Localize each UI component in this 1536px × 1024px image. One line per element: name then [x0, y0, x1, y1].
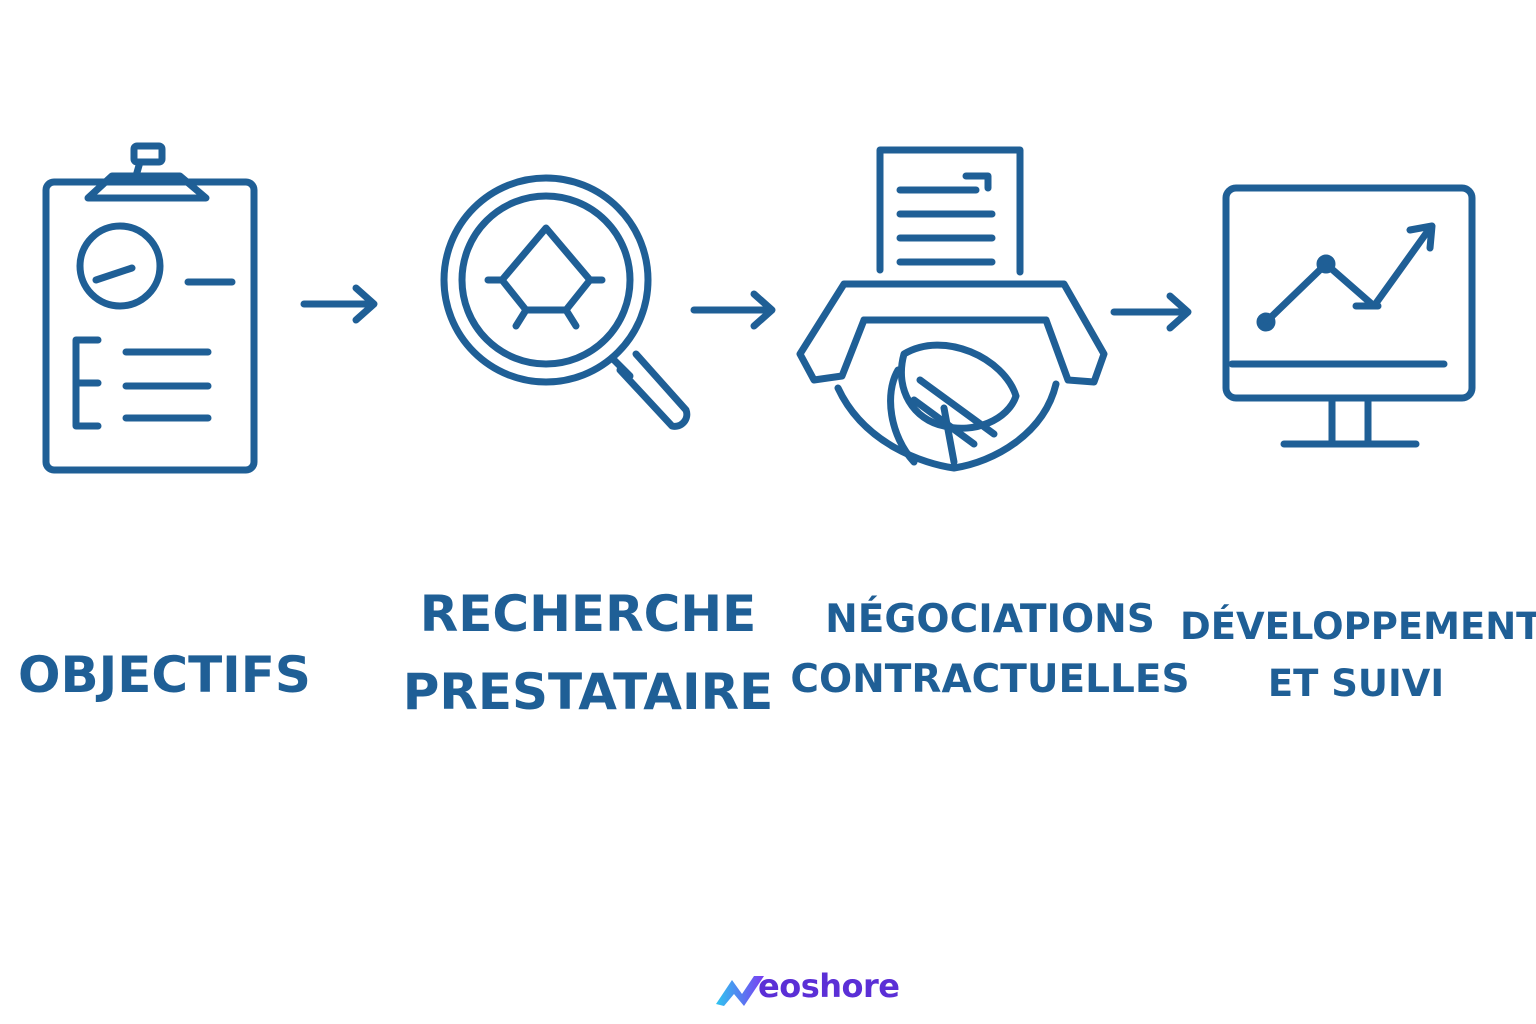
logo-text: eoshore	[758, 967, 900, 1005]
step-label-line: NÉGOCIATIONS	[825, 597, 1155, 642]
step-label-developpement-suivi: DÉVELOPPEMENT ET SUIVI	[1180, 598, 1536, 713]
step-label-line: RECHERCHE	[419, 585, 757, 643]
step-label-line: DÉVELOPPEMENT	[1180, 605, 1536, 648]
step-label-objectifs: OBJECTIFS	[18, 646, 311, 704]
monitor-chart-icon	[1220, 182, 1480, 456]
arrow-right-icon	[1110, 292, 1194, 336]
arrow-right-icon	[300, 284, 380, 328]
step-label-recherche-prestataire: RECHERCHE PRESTATAIRE	[400, 576, 776, 731]
step-label-line: PRESTATAIRE	[402, 662, 774, 721]
arrow-right-icon	[690, 290, 778, 334]
v-logo-icon	[716, 976, 764, 1006]
step-label-negociations-contractuelles: NÉGOCIATIONS CONTRACTUELLES	[790, 590, 1190, 711]
brand-logo: eoshore	[714, 968, 964, 1014]
magnifier-icon	[436, 170, 696, 450]
step-label-line: ET SUIVI	[1267, 662, 1445, 706]
clipboard-gauge-icon	[40, 140, 260, 480]
handshake-contract-icon	[794, 144, 1114, 484]
step-label-line: OBJECTIFS	[18, 646, 311, 704]
step-label-line: CONTRACTUELLES	[790, 657, 1190, 703]
